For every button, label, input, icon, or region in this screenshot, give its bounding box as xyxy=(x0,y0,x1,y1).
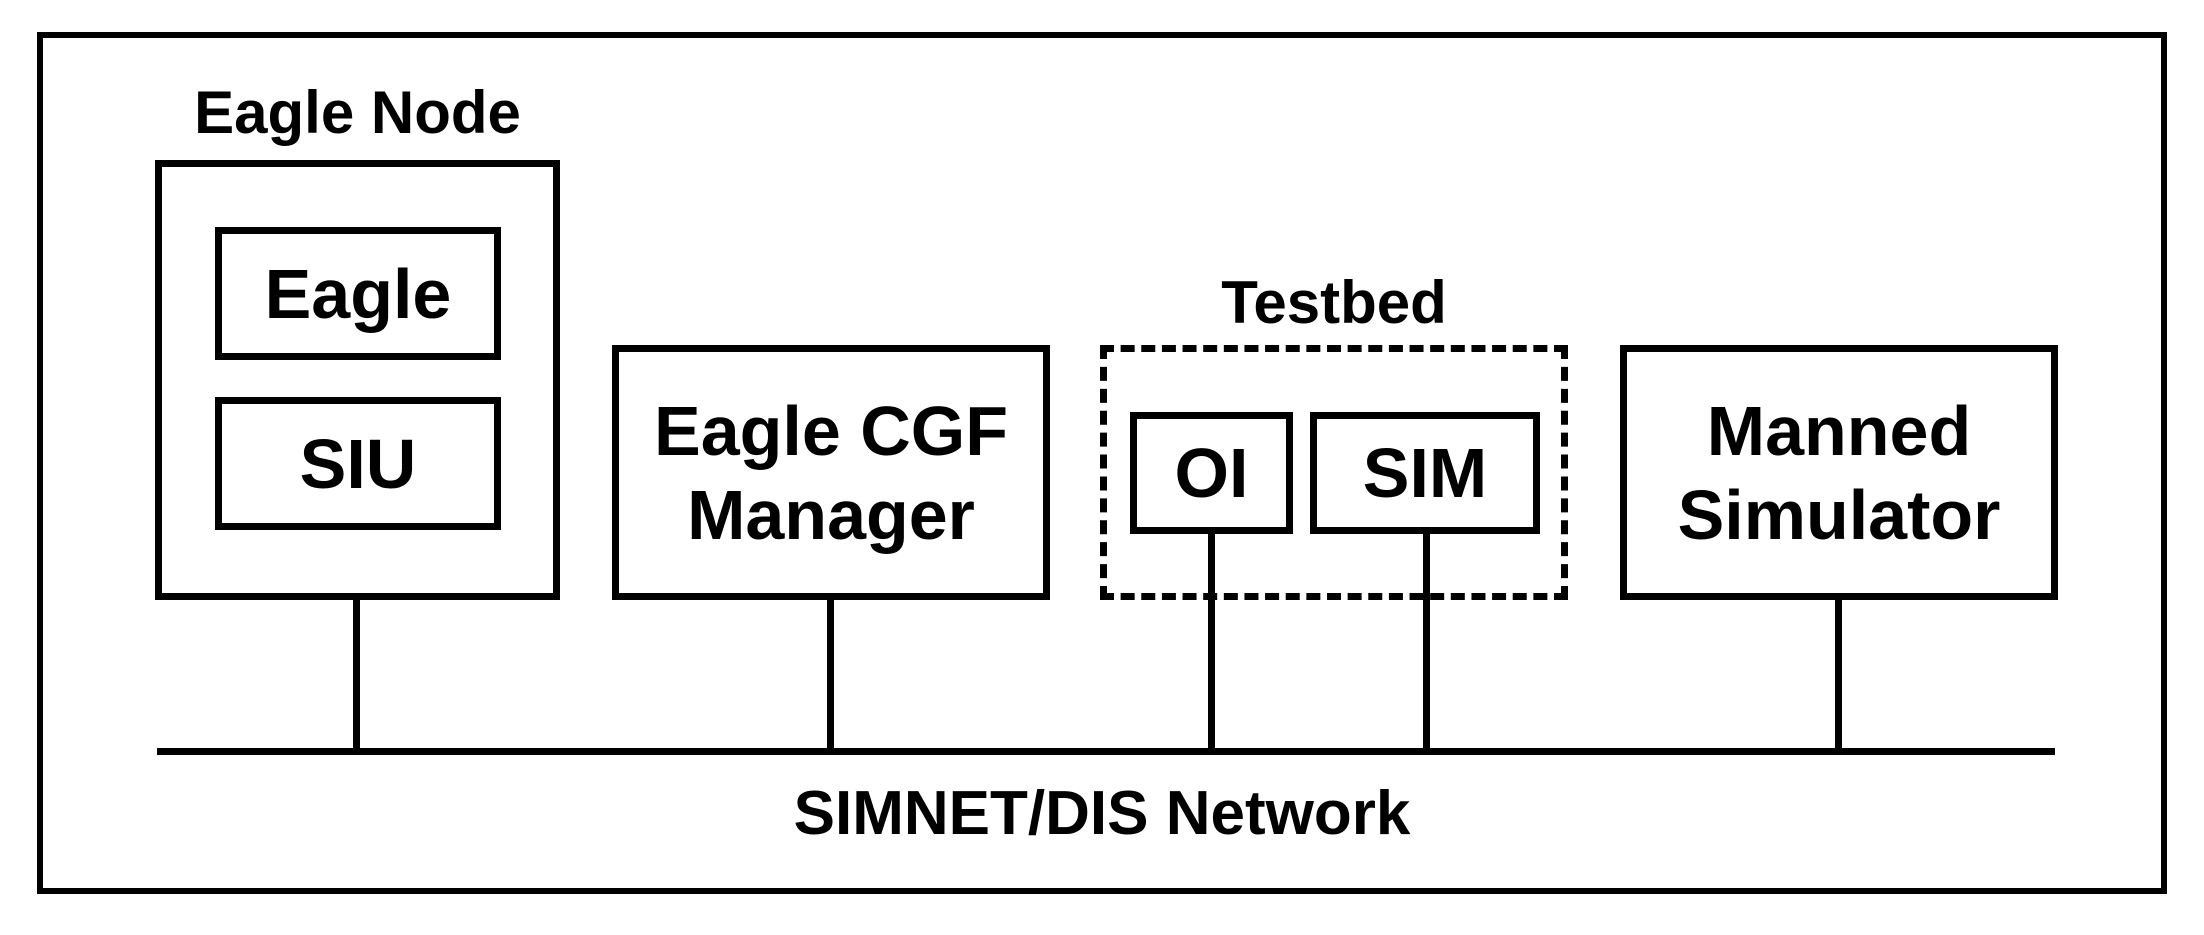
oi-box: OI xyxy=(1130,412,1293,534)
testbed-title: Testbed xyxy=(1221,269,1447,336)
manned-simulator-line2: Simulator xyxy=(1677,475,2001,554)
diagram-frame xyxy=(37,32,2167,894)
manned-simulator-line1: Manned xyxy=(1706,391,1972,470)
eagle-box: Eagle xyxy=(215,227,501,360)
testbed-box xyxy=(1100,345,1568,600)
eagle-node-connector xyxy=(353,600,360,752)
eagle-node-box xyxy=(155,160,560,600)
cgf-manager-line1: Eagle CGF xyxy=(654,391,1008,470)
oi-connector xyxy=(1208,534,1215,752)
sim-box: SIM xyxy=(1310,412,1540,534)
cgf-manager-connector xyxy=(827,600,834,752)
siu-box: SIU xyxy=(215,397,501,530)
cgf-manager-line2: Manager xyxy=(687,475,975,554)
network-label: SIMNET/DIS Network xyxy=(793,779,1411,848)
network-bus-line xyxy=(157,748,2055,755)
manned-simulator-connector xyxy=(1835,600,1842,752)
eagle-node-title: Eagle Node xyxy=(194,79,521,146)
manned-simulator-box: Manned Simulator xyxy=(1620,345,2058,600)
sim-connector xyxy=(1423,534,1430,752)
cgf-manager-box: Eagle CGF Manager xyxy=(612,345,1050,600)
